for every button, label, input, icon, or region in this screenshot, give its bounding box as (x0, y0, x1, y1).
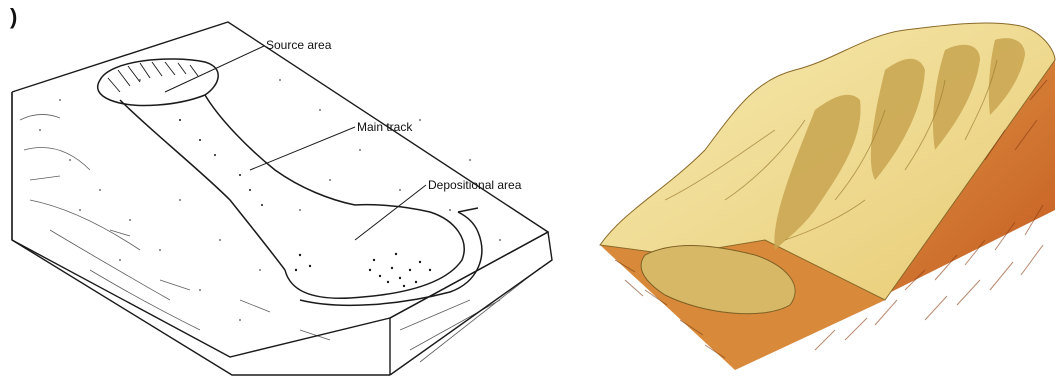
track-right-edge (205, 95, 355, 205)
main-track-label: Main track (357, 120, 412, 134)
source-scarp (98, 59, 219, 105)
left-diagram-panel: ) Source area Main track Depositional ar… (0, 0, 575, 383)
scarp-hatching (108, 62, 198, 92)
lobe-stipple (179, 119, 431, 287)
source-area-label: Source area (266, 38, 331, 52)
stipple-texture (39, 79, 501, 321)
depositional-area-label: Depositional area (428, 178, 521, 192)
depo-leader-line (355, 185, 426, 240)
block-top-outline (12, 22, 548, 318)
right-block-diagram (585, 0, 1064, 383)
track-left-edge (120, 100, 285, 270)
block-right-face (390, 232, 552, 375)
leader-lines (165, 46, 426, 240)
panel-marker: ) (10, 4, 17, 30)
block-left-face (12, 92, 390, 375)
landslide-shape (98, 59, 482, 305)
right-diagram-panel (585, 0, 1064, 383)
depositional-lobe (285, 205, 464, 299)
track-leader-line (250, 127, 355, 170)
